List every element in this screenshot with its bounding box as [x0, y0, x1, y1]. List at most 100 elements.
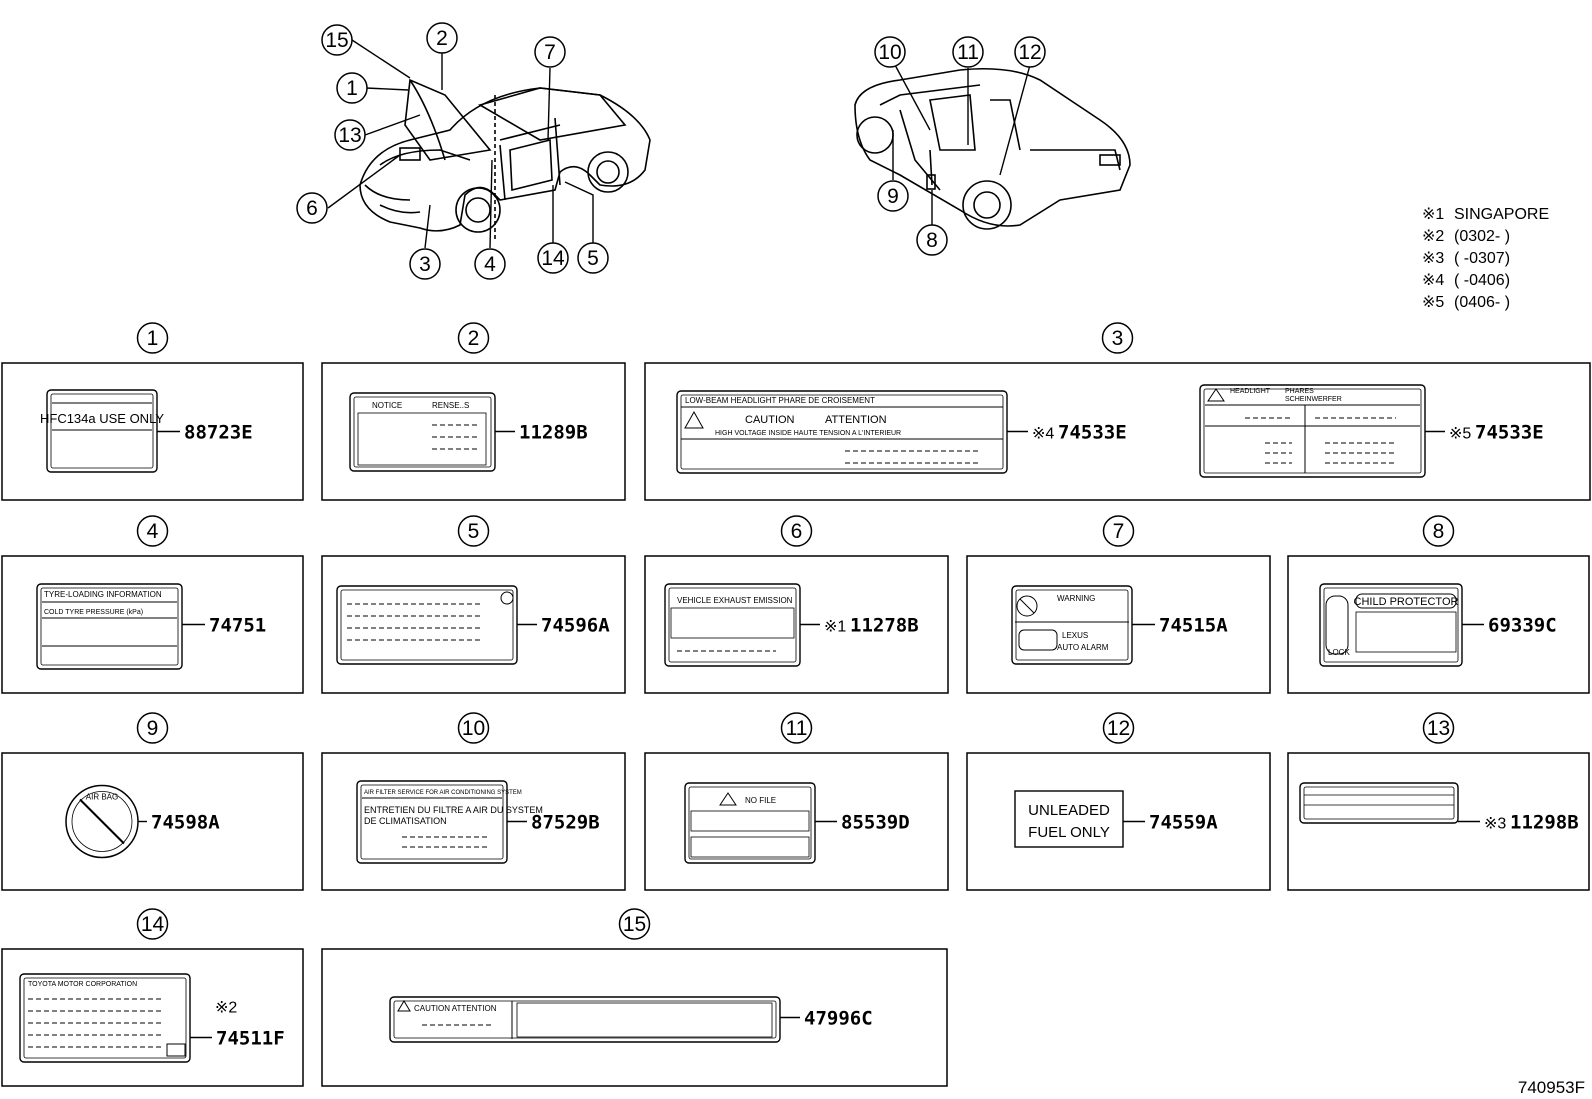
- label-text: FUEL ONLY: [1028, 824, 1110, 841]
- callout-number: 3: [1112, 327, 1124, 350]
- callout-number: 9: [887, 185, 899, 208]
- callout-number: 10: [462, 717, 485, 740]
- callout-13: 13: [334, 119, 366, 151]
- callout-12: 12: [1014, 36, 1046, 68]
- label-text: AIR FILTER SERVICE FOR AIR CONDITIONING …: [364, 790, 522, 796]
- panel-number: 15: [618, 908, 651, 940]
- part-number: 11289B: [519, 422, 588, 444]
- callout-number: 4: [484, 253, 496, 276]
- label-text: NOTICE: [372, 401, 402, 410]
- note-mark: ※4: [1032, 426, 1054, 443]
- callout-number: 11: [786, 717, 808, 740]
- label-text: RENSE..S: [432, 401, 469, 410]
- label-text: LEXUS: [1062, 631, 1088, 640]
- panel-number: 8: [1422, 515, 1455, 547]
- callout-9: 9: [877, 180, 909, 212]
- callout-number: 1: [147, 327, 159, 350]
- label-text: HFC134a USE ONLY: [40, 411, 164, 426]
- label-text: LOCK: [1328, 648, 1350, 657]
- callout-6: 6: [296, 192, 328, 224]
- callout-number: 13: [338, 124, 361, 147]
- callout-number: 2: [436, 27, 448, 50]
- panel-number: 13: [1422, 712, 1455, 744]
- part-number: 74596A: [541, 615, 610, 637]
- callout-number: 12: [1107, 717, 1130, 740]
- part-number: 11298B: [1510, 812, 1579, 834]
- note-mark: ※1: [1422, 206, 1444, 223]
- callout-3: 3: [409, 248, 441, 280]
- panel-number: 1: [136, 322, 169, 354]
- label-text: COLD TYRE PRESSURE (kPa): [44, 609, 143, 616]
- callout-number: 15: [623, 913, 646, 936]
- label-text: DE CLIMATISATION: [364, 816, 447, 826]
- callout-number: 11: [957, 41, 979, 64]
- part-number: 87529B: [531, 812, 600, 834]
- callout-number: 14: [541, 247, 565, 270]
- panel-number: 2: [457, 322, 490, 354]
- callout-number: 8: [926, 229, 938, 252]
- part-number: 74515A: [1159, 615, 1228, 637]
- label-text: VEHICLE EXHAUST EMISSION: [677, 596, 793, 605]
- callout-number: 14: [141, 913, 165, 936]
- part-number: 74598A: [151, 812, 220, 834]
- label-text: NO FILE: [745, 796, 776, 805]
- panel-number: 7: [1102, 515, 1135, 547]
- callout-number: 8: [1433, 520, 1445, 543]
- callout-5: 5: [577, 242, 609, 274]
- label-text: SCHEINWERFER: [1285, 396, 1342, 403]
- note-mark: ※2: [215, 1000, 237, 1017]
- note-mark: ※3: [1422, 250, 1444, 267]
- callout-10: 10: [874, 36, 906, 68]
- part-number: 88723E: [184, 422, 253, 444]
- panel-5: 5 74596A: [321, 515, 626, 694]
- label-text: HEADLIGHT: [1230, 388, 1271, 395]
- panel-number: 11: [780, 712, 813, 744]
- part-number: 74533E: [1058, 422, 1127, 444]
- panel-number: 6: [780, 515, 813, 547]
- callout-11: 11: [952, 36, 984, 68]
- note-text: (0406- ): [1454, 294, 1510, 311]
- note-mark: ※5: [1422, 294, 1444, 311]
- label-text: HIGH VOLTAGE INSIDE HAUTE TENSION A L'IN…: [715, 430, 901, 437]
- callout-number: 6: [306, 197, 318, 220]
- callout-number: 5: [468, 520, 480, 543]
- part-number: 74559A: [1149, 812, 1218, 834]
- label-text: UNLEADED: [1028, 802, 1110, 819]
- panel-number: 5: [457, 515, 490, 547]
- label-text: WARNING: [1057, 594, 1095, 603]
- callout-14: 14: [537, 242, 569, 274]
- panel-number: 10: [457, 712, 490, 744]
- callout-8: 8: [916, 224, 948, 256]
- label-text: TYRE-LOADING INFORMATION: [44, 590, 162, 599]
- note-text: ( -0307): [1454, 250, 1510, 267]
- part-number: 11278B: [850, 615, 919, 637]
- label-text: ATTENTION: [825, 414, 887, 426]
- callout-7: 7: [534, 36, 566, 68]
- callout-number: 4: [147, 520, 159, 543]
- callout-number: 12: [1018, 41, 1041, 64]
- part-number: 85539D: [841, 812, 910, 834]
- car-rear-illustration: [854, 67, 1131, 230]
- label-text: CAUTION: [745, 414, 795, 426]
- label-text: LOW-BEAM HEADLIGHT PHARE DE CROISEMENT: [685, 396, 875, 405]
- note-text: (0302- ): [1454, 228, 1510, 245]
- label-text: CAUTION ATTENTION: [414, 1004, 497, 1013]
- callout-number: 7: [1113, 520, 1125, 543]
- note-mark: ※2: [1422, 228, 1444, 245]
- callout-number: 6: [791, 520, 803, 543]
- label-text: PHARES: [1285, 388, 1314, 395]
- part-number: 74751: [209, 615, 266, 637]
- panel-number: 3: [1101, 322, 1134, 354]
- note-mark: ※3: [1484, 816, 1506, 833]
